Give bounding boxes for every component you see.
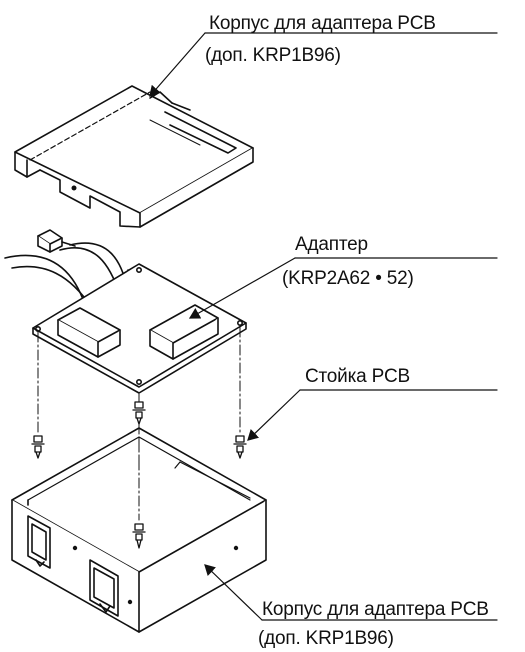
leader-lines — [149, 32, 498, 621]
adapter-part-number: (KRP2A62 • 52) — [282, 268, 414, 289]
adapter-label: Адаптер — [295, 234, 368, 255]
adapter-board — [4, 229, 247, 394]
standoff-label: Стойка PCB — [305, 366, 411, 387]
top-cover — [14, 85, 254, 228]
standoff-center-top — [132, 401, 146, 425]
alignment-lines — [37, 326, 241, 521]
standoff-left — [31, 435, 45, 459]
top-cover-part-number: (доп. KRP1B96) — [205, 45, 341, 66]
standoff-right — [233, 435, 247, 459]
bottom-case-part-number: (доп. KRP1B96) — [258, 628, 394, 649]
top-cover-label: Корпус для адаптера PCB — [209, 13, 436, 34]
bottom-case-label: Корпус для адаптера PCB — [262, 599, 489, 620]
standoff-center-bottom — [132, 523, 146, 549]
pcb-standoffs — [31, 401, 247, 549]
bottom-case — [11, 427, 267, 633]
